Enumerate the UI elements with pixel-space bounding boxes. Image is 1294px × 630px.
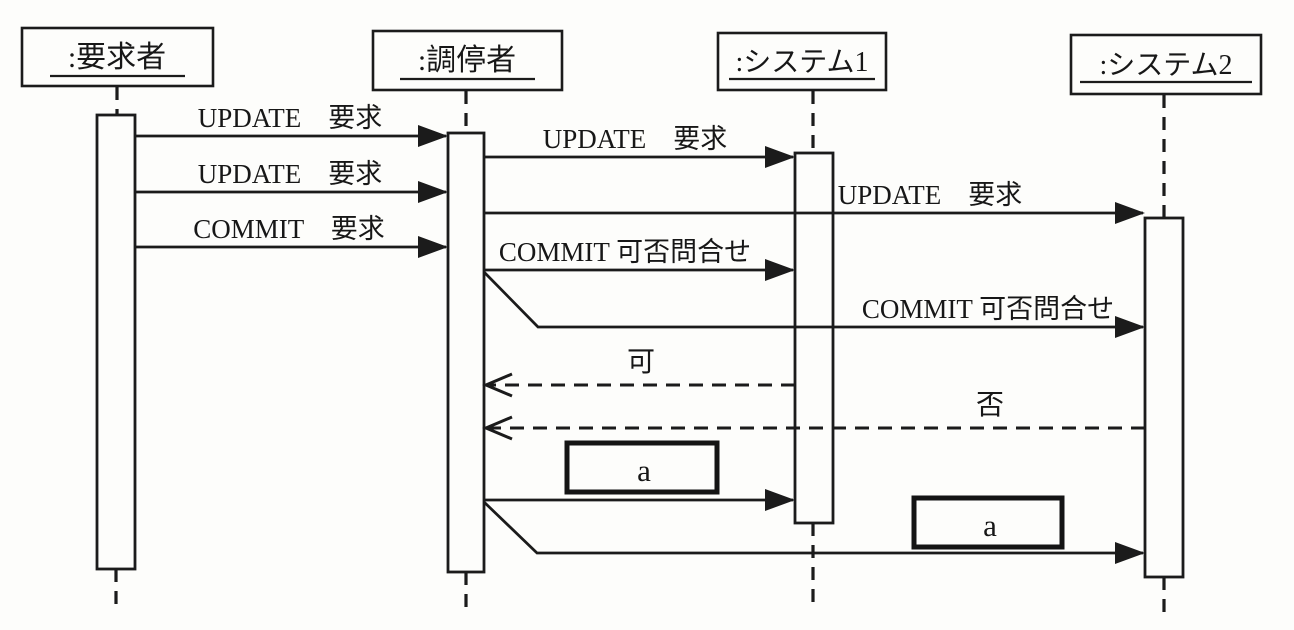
object-label-requester: :要求者 [68,41,166,74]
activation-mediator [446,131,486,574]
message-line-6 [483,271,1143,329]
object-label-mediator: :調停者 [418,44,516,77]
object-box-system1 [716,31,888,92]
activation-system1 [793,151,835,525]
arrowhead-3 [1115,202,1145,224]
object-label-system2: :システム2 [1100,50,1233,81]
fragment-label-0: a [637,453,651,488]
message-line-10 [483,501,1143,555]
open-arrowhead-7 [482,372,513,398]
activation-requester [95,113,137,571]
arrowhead-1 [765,146,795,168]
activation-system2 [1143,216,1185,579]
arrowhead-0 [418,125,448,147]
arrowhead-4 [418,236,448,258]
open-arrowhead-8 [482,415,513,441]
message-label-4: COMMIT 要求 [193,214,385,244]
arrowhead-9 [765,489,795,511]
message-label-5: COMMIT 可否問合せ [499,237,751,267]
arrowhead-10 [1115,542,1145,564]
arrowhead-5 [765,259,795,281]
object-box-mediator [371,29,564,92]
arrowhead-6 [1115,316,1145,338]
message-label-1: UPDATE 要求 [543,124,728,154]
message-label-0: UPDATE 要求 [198,103,383,133]
message-label-7: 可 [627,347,655,378]
fragment-box-0 [564,440,720,495]
message-label-6: COMMIT 可否問合せ [862,294,1114,324]
fragment-label-1: a [983,508,997,543]
arrowhead-2 [418,181,448,203]
object-label-system1: :システム1 [736,47,869,78]
fragment-box-1 [911,495,1065,550]
object-box-system2 [1069,33,1263,96]
message-label-2: UPDATE 要求 [198,159,383,189]
message-label-3: UPDATE 要求 [838,180,1023,210]
message-label-8: 否 [976,390,1004,421]
